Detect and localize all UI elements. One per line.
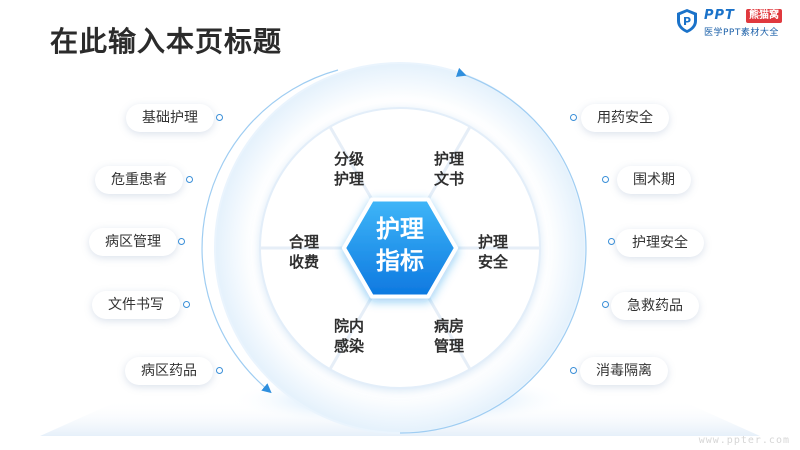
segment-label-line2: 感染: [333, 337, 364, 355]
segment-label: 院内 感染: [319, 316, 379, 356]
svg-text:P: P: [683, 15, 691, 28]
right-item: 护理安全: [616, 229, 704, 257]
left-item: 病区药品: [125, 357, 213, 385]
segment-label: 护理 文书: [419, 149, 479, 189]
left-item: 文件书写: [92, 291, 180, 319]
segment-label: 分级 护理: [319, 149, 379, 189]
center-hexagon: [341, 197, 459, 299]
segment-label-line2: 文书: [433, 170, 464, 188]
segment-label-line2: 管理: [433, 337, 464, 355]
segment-label-line1: 分级: [333, 150, 364, 168]
connector-dot: [602, 176, 609, 183]
connector-dot: [183, 301, 190, 308]
logo-subtitle: 医学PPT素材大全: [704, 28, 779, 38]
left-item: 基础护理: [126, 104, 214, 132]
right-item: 急救药品: [611, 292, 699, 320]
arc-bottom-right: [399, 247, 587, 434]
segment-divider: [426, 126, 472, 201]
segment-label-line1: 合理: [288, 233, 319, 251]
segment-label-line2: 收费: [288, 253, 319, 271]
segment-divider: [328, 295, 374, 370]
connector-dot: [602, 301, 609, 308]
connector-dot: [216, 367, 223, 374]
segment-label-line1: 护理: [433, 150, 464, 168]
page-title: 在此输入本页标题: [50, 25, 283, 58]
segment-label-line2: 安全: [477, 253, 508, 271]
logo-tag: 熊猫窝: [746, 9, 782, 23]
segment-label-line2: 护理: [333, 170, 364, 188]
logo-brand: PPT: [704, 8, 735, 23]
left-item: 危重患者: [95, 166, 183, 194]
segment-label-line1: 病房: [433, 317, 464, 335]
shield-icon: P: [677, 9, 697, 33]
left-item: 病区管理: [89, 228, 177, 256]
arc-top-right: [455, 67, 587, 249]
connector-dot: [178, 238, 185, 245]
brand-logo: P PPT 熊猫窝 医学PPT素材大全: [676, 6, 794, 40]
connector-dot: [608, 238, 615, 245]
center-label-line2: 指标: [376, 247, 424, 275]
connector-dot: [186, 176, 193, 183]
watermark: www.ppter.com: [698, 435, 790, 446]
connector-dot: [570, 114, 577, 121]
connector-dot: [216, 114, 223, 121]
segment-divider: [426, 295, 472, 370]
segment-label: 合理 收费: [274, 232, 334, 272]
right-item: 围术期: [617, 166, 691, 194]
center-label: 护理 指标: [340, 213, 460, 277]
right-item: 消毒隔离: [580, 357, 668, 385]
segment-label-line1: 院内: [333, 317, 364, 335]
segment-label-line1: 护理: [477, 233, 508, 251]
segment-divider: [328, 126, 374, 201]
segment-label: 护理 安全: [463, 232, 523, 272]
center-label-line1: 护理: [376, 215, 424, 243]
right-item: 用药安全: [581, 104, 669, 132]
segment-dividers: [260, 126, 540, 370]
segment-label: 病房 管理: [419, 316, 479, 356]
arc-left: [201, 69, 339, 394]
connector-dot: [570, 367, 577, 374]
